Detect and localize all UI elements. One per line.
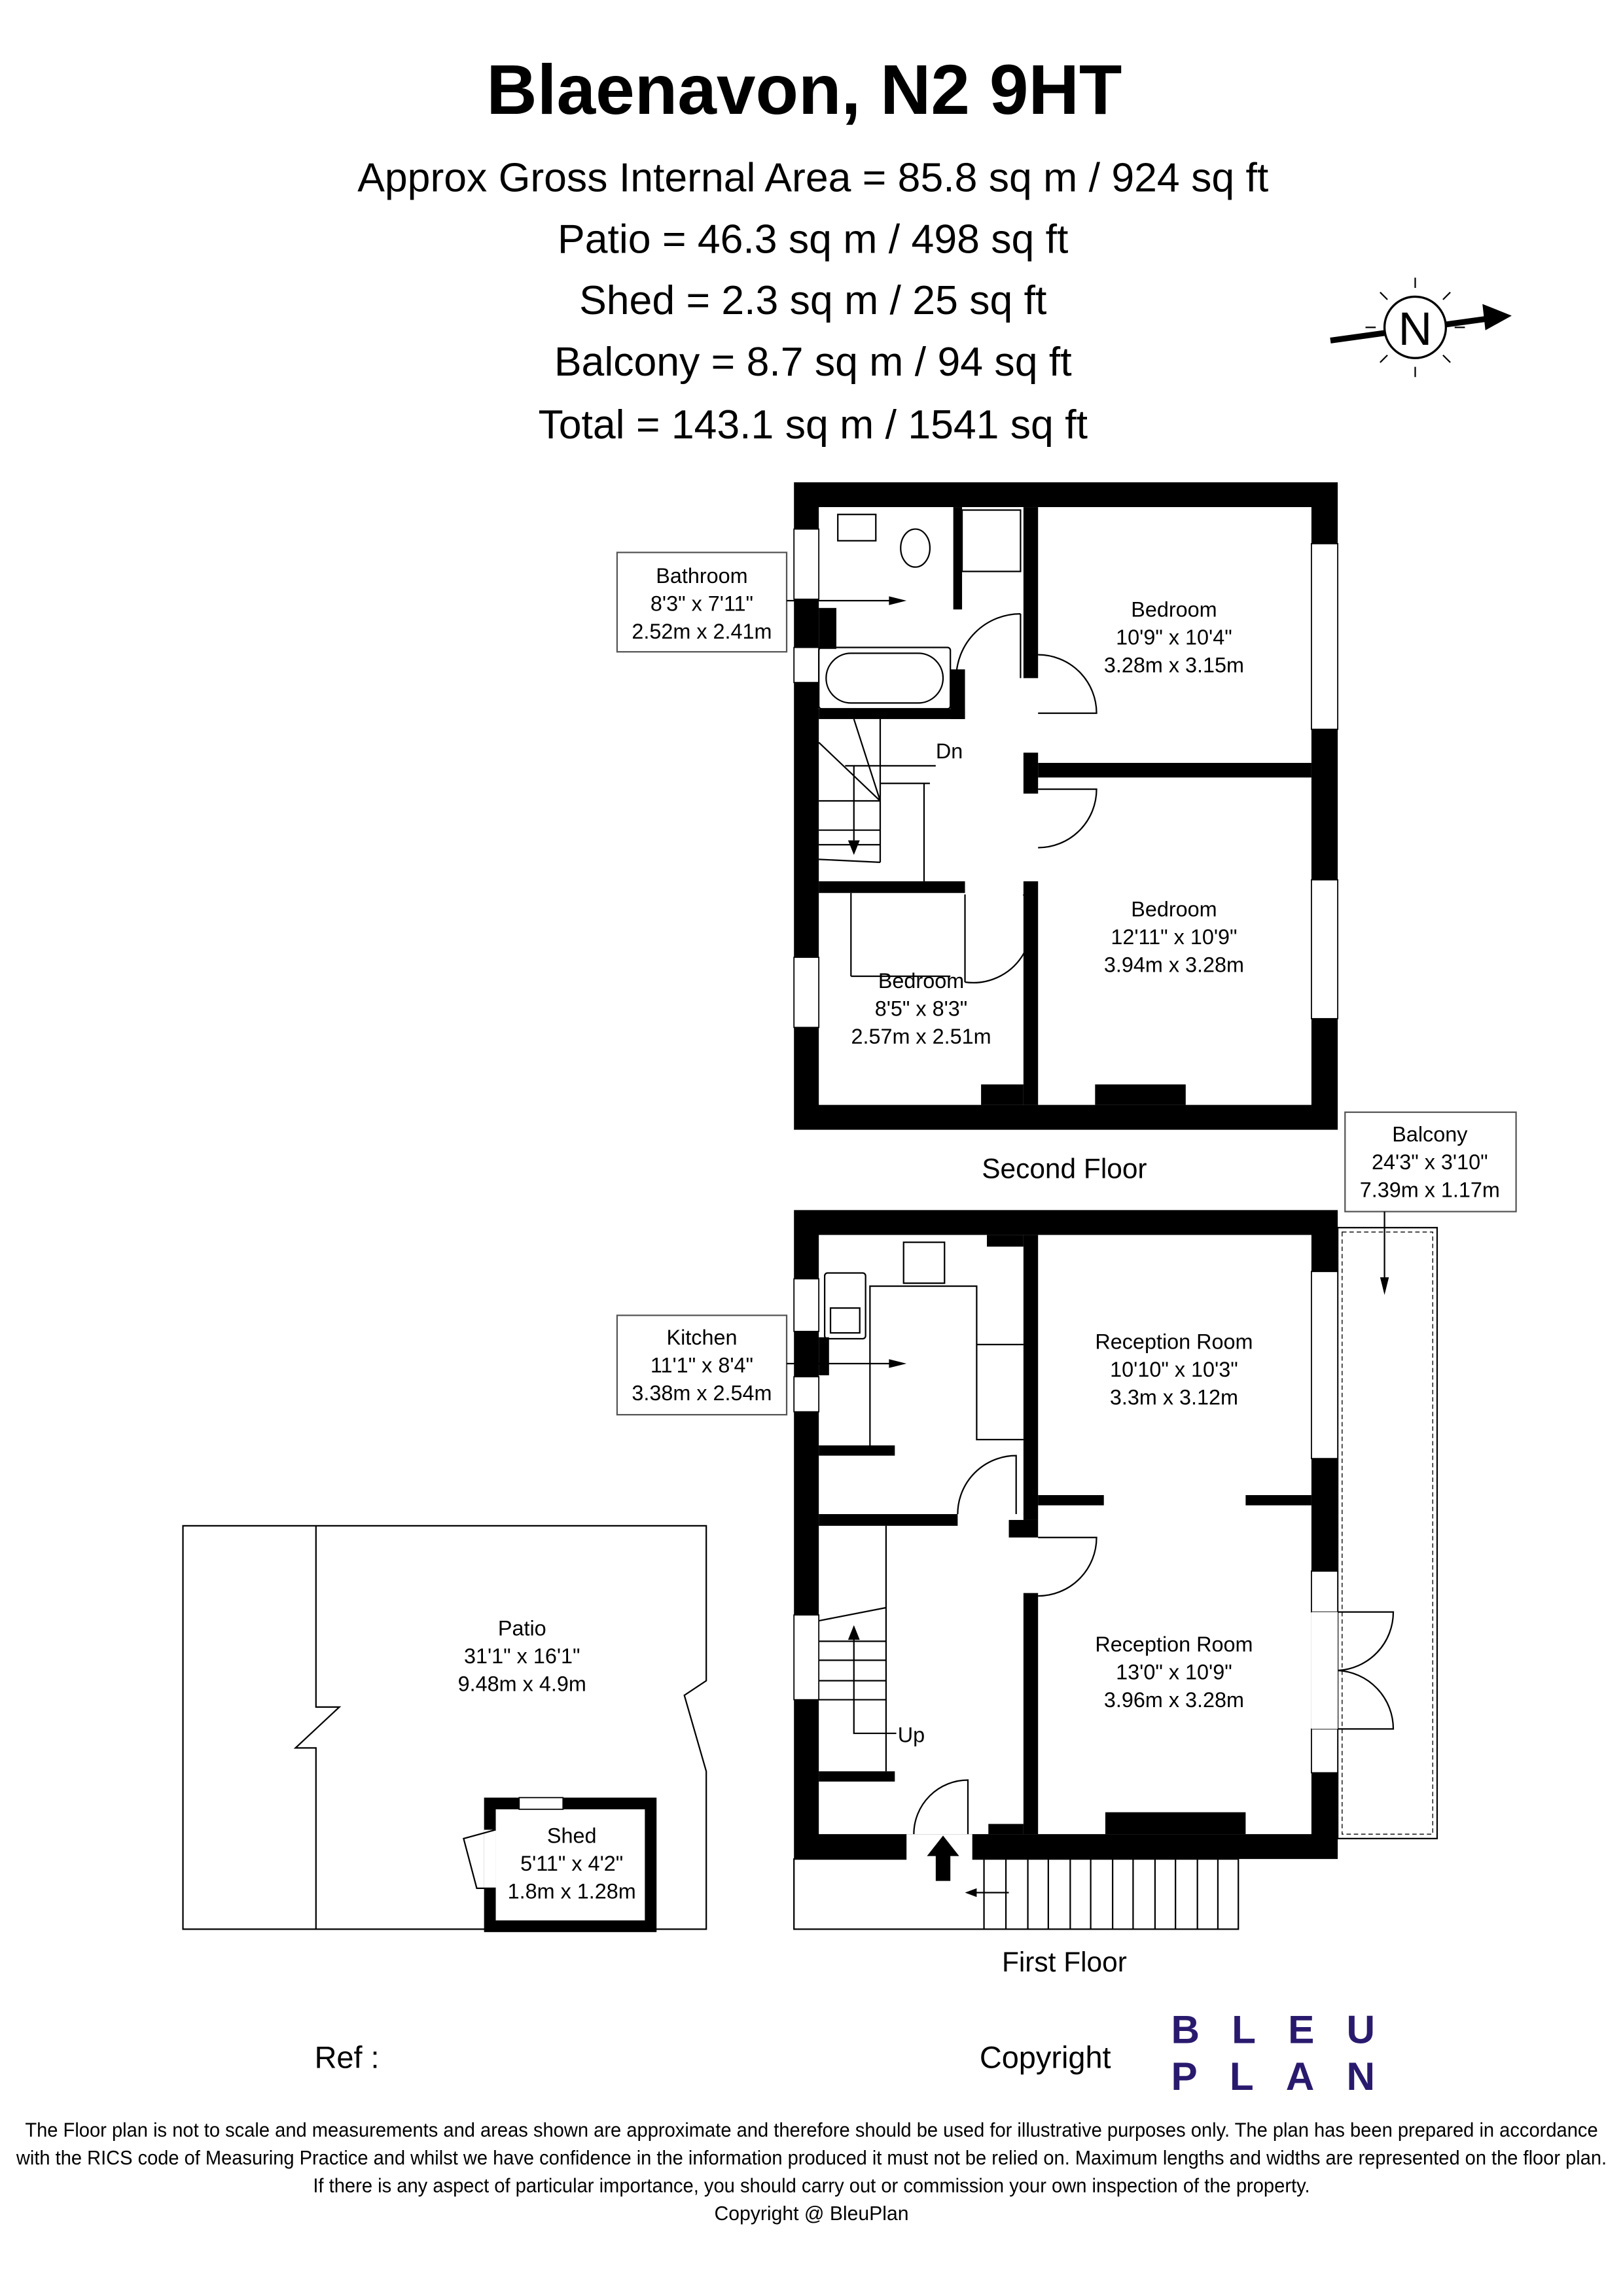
room-size-imperial-bedroom-3: 8'5" x 8'3" xyxy=(875,997,968,1020)
area-total: Total = 143.1 sq m / 1541 sq ft xyxy=(538,402,1087,448)
disclaimer-line-1: The Floor plan is not to scale and measu… xyxy=(25,2120,1597,2142)
stairs-up-label: Up xyxy=(898,1723,925,1746)
room-size-metric-bedroom-3: 2.57m x 2.51m xyxy=(851,1025,991,1048)
room-size-metric-bedroom-2: 3.94m x 3.28m xyxy=(1104,953,1244,976)
room-size-metric-kitchen: 3.38m x 2.54m xyxy=(632,1381,772,1405)
second-floor-label: Second Floor xyxy=(982,1153,1147,1184)
room-size-imperial-kitchen: 11'1" x 8'4" xyxy=(651,1353,753,1377)
bathroom-label-box xyxy=(616,552,788,653)
area-patio: Patio = 46.3 sq m / 498 sq ft xyxy=(558,216,1068,262)
north-compass-icon: N xyxy=(1330,277,1512,378)
room-size-imperial-reception-1: 10'10" x 10'3" xyxy=(1110,1358,1238,1381)
shed-size-imperial: 5'11" x 4'2" xyxy=(520,1852,623,1875)
room-name-reception-1: Reception Room xyxy=(1095,1330,1253,1354)
logo-line-2: PLAN xyxy=(1171,2054,1407,2098)
disclaimer-copyright: Copyright @ BleuPlan xyxy=(715,2203,909,2225)
shed-name: Shed xyxy=(547,1824,597,1848)
disclaimer-line-3: If there is any aspect of particular imp… xyxy=(313,2175,1310,2197)
room-size-imperial-bathroom: 8'3" x 7'11" xyxy=(651,592,753,616)
room-name-kitchen: Kitchen xyxy=(666,1326,737,1349)
compass-label: N xyxy=(1399,303,1433,355)
room-size-imperial-bedroom-1: 10'9" x 10'4" xyxy=(1116,626,1232,649)
area-balcony: Balcony = 8.7 sq m / 94 sq ft xyxy=(554,339,1072,385)
first-floor-label: First Floor xyxy=(1002,1947,1127,1977)
property-title: Blaenavon, N2 9HT xyxy=(486,50,1122,129)
room-size-imperial-reception-2: 13'0" x 10'9" xyxy=(1116,1660,1232,1684)
room-size-metric-balcony: 7.39m x 1.17m xyxy=(1360,1178,1500,1201)
room-size-imperial-bedroom-2: 12'11" x 10'9" xyxy=(1111,925,1237,949)
room-name-bathroom: Bathroom xyxy=(656,564,747,588)
room-name-reception-2: Reception Room xyxy=(1095,1633,1253,1656)
bleuplan-logo: BLEU PLAN xyxy=(1171,2007,1407,2098)
second-floor-plan: Dn Bathroom 8'3" x 7'11" 2.52m x 2.41m B… xyxy=(616,482,1338,1184)
patio-plan: Patio 31'1" x 16'1" 9.48m x 4.9m Shed 5'… xyxy=(182,1525,707,1932)
shed-size-metric: 1.8m x 1.28m xyxy=(508,1879,636,1903)
first-floor-plan: Up Kitchen 11'1" x 8'4" 3.38m x 2.54m Re… xyxy=(616,1111,1517,1977)
patio-name: Patio xyxy=(498,1616,546,1640)
logo-line-1: BLEU xyxy=(1171,2007,1407,2052)
disclaimer-line-2: with the RICS code of Measuring Practice… xyxy=(16,2147,1607,2169)
room-size-metric-reception-1: 3.3m x 3.12m xyxy=(1110,1385,1238,1409)
kitchen-label-box xyxy=(616,1315,788,1416)
patio-size-metric: 9.48m x 4.9m xyxy=(458,1672,586,1695)
balcony-label-box xyxy=(1344,1111,1517,1212)
room-name-bedroom-2: Bedroom xyxy=(1131,897,1217,921)
copyright-label: Copyright xyxy=(980,2041,1111,2075)
area-shed: Shed = 2.3 sq m / 25 sq ft xyxy=(579,277,1046,323)
stairs-down-label: Dn xyxy=(936,739,963,763)
ref-label: Ref : xyxy=(315,2041,380,2075)
room-name-bedroom-1: Bedroom xyxy=(1131,598,1217,622)
room-size-metric-bathroom: 2.52m x 2.41m xyxy=(632,620,772,643)
room-size-metric-reception-2: 3.96m x 3.28m xyxy=(1104,1688,1244,1712)
room-name-balcony: Balcony xyxy=(1392,1122,1468,1146)
patio-size-imperial: 31'1" x 16'1" xyxy=(464,1644,580,1668)
entrance-arrow-icon xyxy=(927,1835,959,1881)
room-name-bedroom-3: Bedroom xyxy=(878,969,964,993)
room-size-imperial-balcony: 24'3" x 3'10" xyxy=(1372,1150,1488,1174)
room-size-metric-bedroom-1: 3.28m x 3.15m xyxy=(1104,653,1244,677)
area-gross-internal: Approx Gross Internal Area = 85.8 sq m /… xyxy=(357,155,1268,201)
